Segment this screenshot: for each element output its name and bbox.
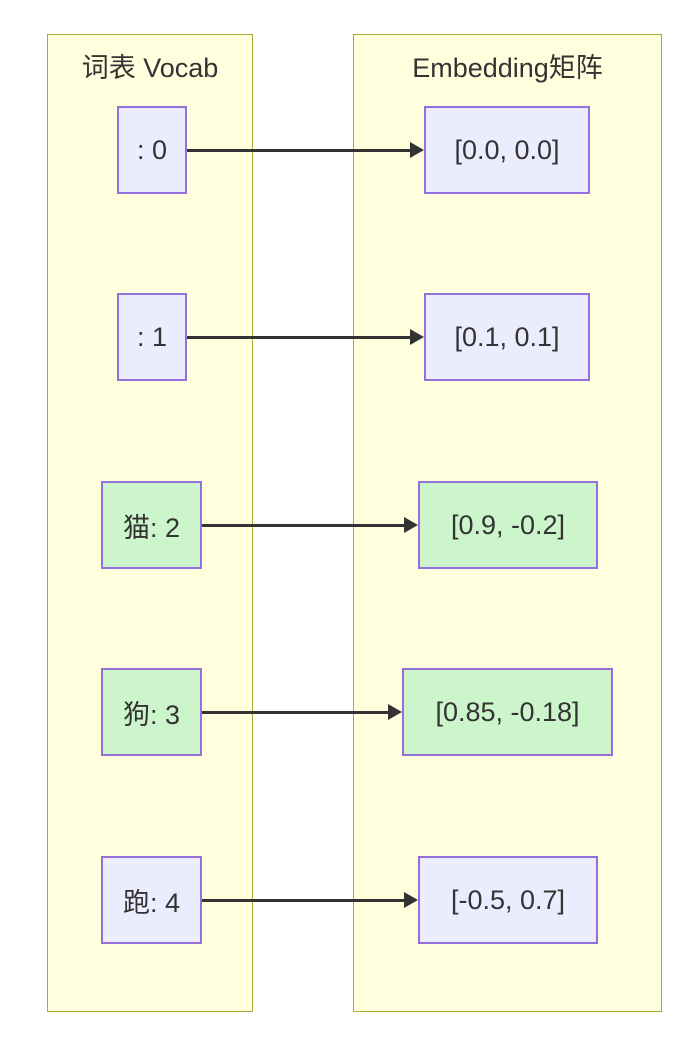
- node-vector-4: [-0.5, 0.7]: [418, 856, 598, 944]
- node-token-1-label: : 1: [136, 321, 168, 352]
- edge-row-0-line: [187, 148, 410, 152]
- node-token-3: 狗: 3: [101, 668, 202, 756]
- node-token-0: : 0: [117, 106, 187, 194]
- edge-row-4-line: [202, 898, 404, 902]
- node-vector-1: [0.1, 0.1]: [424, 293, 590, 381]
- node-vector-1-label: [0.1, 0.1]: [454, 321, 560, 352]
- node-vector-3-label: [0.85, -0.18]: [435, 696, 580, 727]
- edge-row-4: [202, 892, 418, 908]
- node-token-0-label: : 0: [136, 134, 168, 165]
- cluster-vocab-title: 词表 Vocab: [81, 53, 219, 83]
- node-vector-2-label: [0.9, -0.2]: [450, 509, 566, 540]
- node-token-3-label: 狗: 3: [122, 699, 181, 730]
- node-vector-2: [0.9, -0.2]: [418, 481, 598, 569]
- edge-row-1-line: [187, 335, 410, 339]
- node-token-1: : 1: [117, 293, 187, 381]
- node-token-4: 跑: 4: [101, 856, 202, 944]
- node-vector-3: [0.85, -0.18]: [402, 668, 613, 756]
- node-token-4-label: 跑: 4: [122, 887, 181, 918]
- arrowhead-icon: [388, 704, 402, 720]
- node-token-2-label: 猫: 2: [122, 512, 181, 543]
- arrowhead-icon: [410, 142, 424, 158]
- edge-row-2: [202, 517, 418, 533]
- edge-row-1: [187, 329, 424, 345]
- edge-row-2-line: [202, 523, 404, 527]
- node-vector-0-label: [0.0, 0.0]: [454, 134, 560, 165]
- cluster-embedding-title: Embedding矩阵: [412, 53, 603, 83]
- edge-row-3: [202, 704, 402, 720]
- arrowhead-icon: [410, 329, 424, 345]
- arrowhead-icon: [404, 892, 418, 908]
- arrowhead-icon: [404, 517, 418, 533]
- node-token-2: 猫: 2: [101, 481, 202, 569]
- edge-row-0: [187, 142, 424, 158]
- edge-row-3-line: [202, 710, 388, 714]
- node-vector-0: [0.0, 0.0]: [424, 106, 590, 194]
- node-vector-4-label: [-0.5, 0.7]: [450, 884, 566, 915]
